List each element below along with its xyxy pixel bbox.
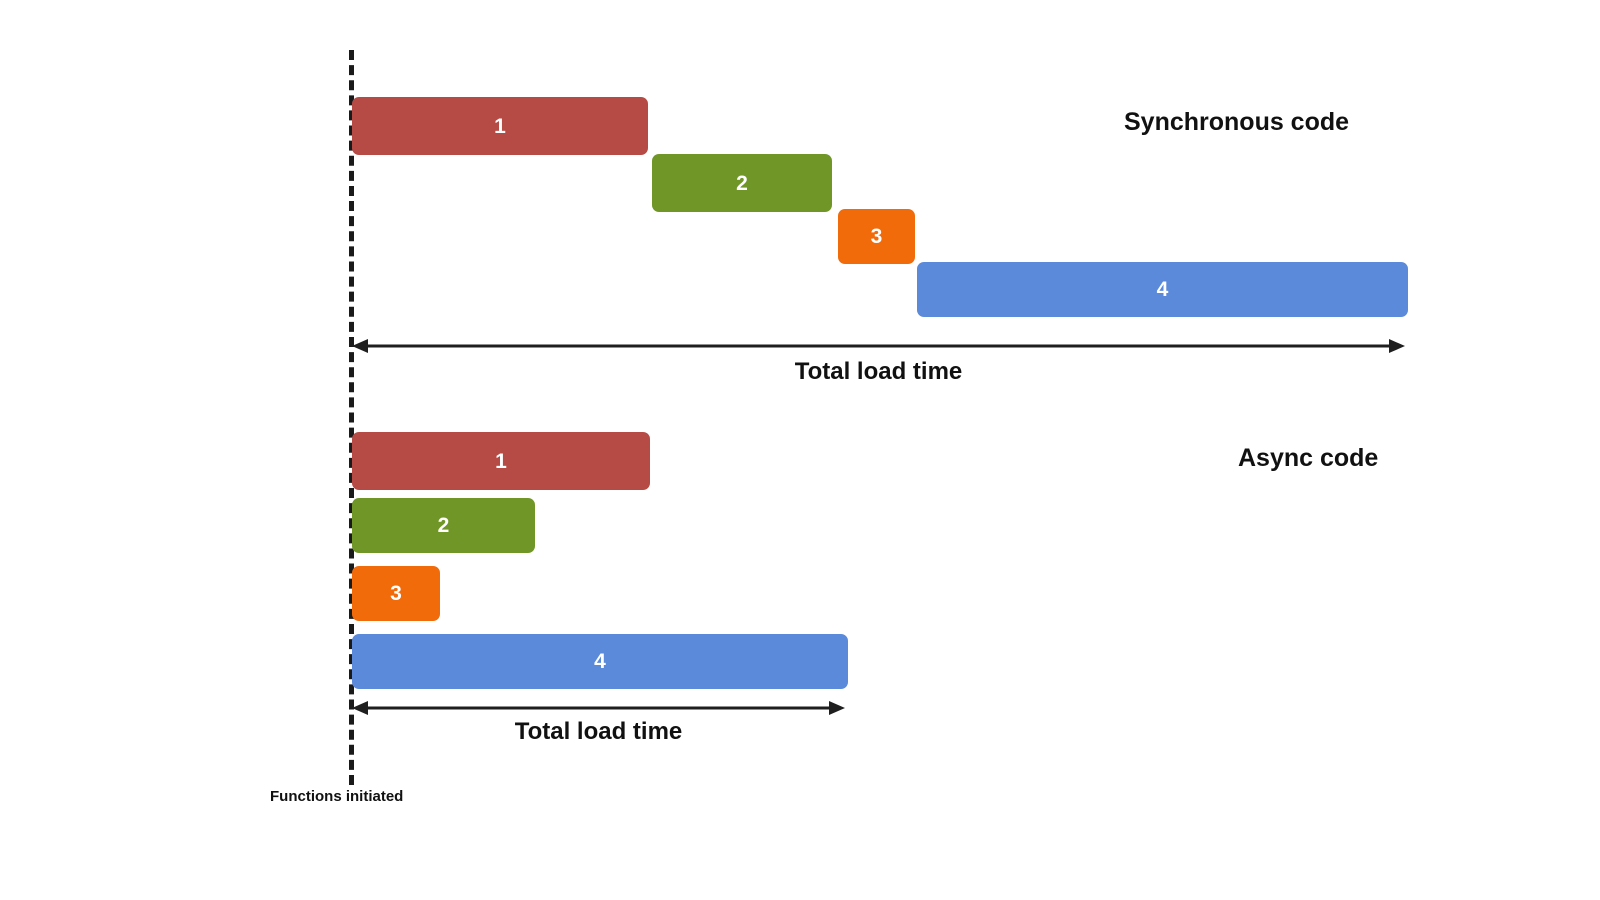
section-label-synchronous: Synchronous code [1124, 108, 1350, 136]
sync-bar-3-label: 3 [870, 225, 883, 248]
sync-bar-3: 3 [838, 209, 915, 264]
sync-total-load-time-arrow [352, 335, 1405, 361]
async-bar-1-label: 1 [495, 449, 507, 473]
async-total-load-time-arrow [352, 697, 845, 723]
async-bar-4-label: 4 [594, 650, 606, 673]
async-bar-2: 2 [352, 498, 535, 553]
sync-total-load-time-caption: Total load time [794, 358, 963, 385]
sync-bar-2: 2 [652, 154, 832, 212]
functions-initiated-axis [349, 50, 354, 785]
async-bar-3: 3 [352, 566, 440, 621]
async-bar-4: 4 [352, 634, 848, 689]
async-bar-1: 1 [352, 432, 650, 490]
sync-bar-1-label: 1 [494, 114, 506, 138]
sync-bar-1: 1 [352, 97, 648, 155]
sync-bar-4-label: 4 [1156, 278, 1169, 301]
async-bar-3-label: 3 [390, 582, 402, 605]
sync-bar-4: 4 [917, 262, 1408, 317]
sync-bar-2-label: 2 [736, 171, 748, 195]
section-label-async: Async code [1238, 444, 1379, 472]
async-bar-2-label: 2 [437, 514, 450, 537]
async-total-load-time-caption: Total load time [514, 718, 683, 745]
functions-initiated-caption: Functions initiated [270, 788, 404, 805]
